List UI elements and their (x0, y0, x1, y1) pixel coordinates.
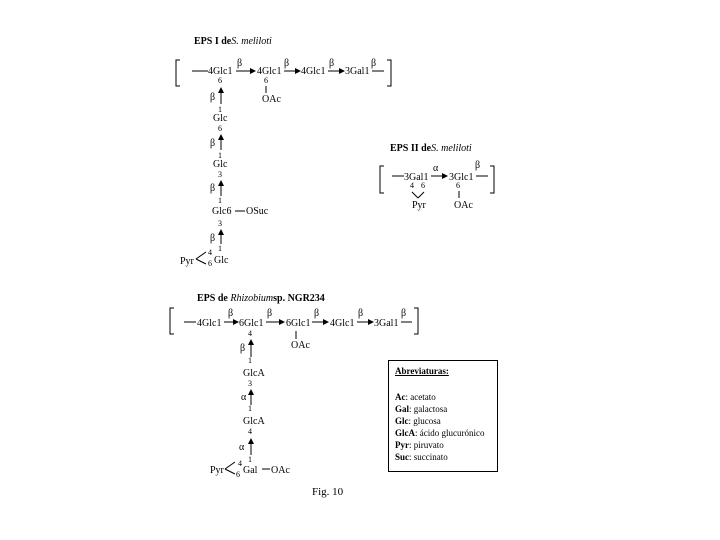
eps1-bracket-right (387, 59, 392, 87)
eps3-sc-alpha2: α (239, 442, 245, 453)
eps1-beta2: β (284, 58, 289, 69)
eps3-bracket-right (414, 307, 419, 335)
eps3-pyr-bonds (224, 461, 236, 475)
eps2-gal: 3Gal1 (404, 172, 428, 183)
eps1-sc-beta2: β (210, 138, 215, 149)
eps3-pyr-pos6: 6 (236, 470, 240, 479)
eps2-alpha: α (433, 163, 439, 174)
eps1-sc-pos1-b: 1 (218, 151, 222, 160)
eps1-res4: 3Gal1 (345, 66, 369, 77)
eps3-bracket-left (169, 307, 174, 335)
eps1-sc-beta3: β (210, 183, 215, 194)
eps2-title: EPS II deS. meliloti (390, 143, 472, 154)
eps3-sc-pos4-b: 4 (248, 427, 252, 436)
abbr-row: Ac: acetato (395, 392, 436, 402)
eps1-res1: 4Glc1 (208, 66, 232, 77)
eps1-beta1: β (237, 58, 242, 69)
figure-caption: Fig. 10 (312, 486, 344, 498)
eps1-sc-pos3-b: 3 (218, 219, 222, 228)
eps2-bracket-right (490, 165, 495, 194)
eps2-bracket-left (379, 165, 384, 194)
eps2-pyr: Pyr (412, 200, 427, 211)
eps1-res3: 4Glc1 (301, 66, 325, 77)
eps3-pyr: Pyr (210, 465, 225, 476)
eps3-sc-pos3: 3 (248, 379, 252, 388)
eps3-sc-glca1: GlcA (243, 368, 265, 379)
eps1-sc-pos3-a: 3 (218, 170, 222, 179)
eps1-pyr-bonds (195, 251, 207, 265)
eps3-sc-pos1-b: 1 (248, 404, 252, 413)
eps1-osuc: OSuc (246, 206, 269, 217)
eps1-sc-glc6: Glc6 (212, 206, 231, 217)
eps3-res1: 4Glc1 (197, 318, 221, 329)
eps1-sc-glc2: Glc (213, 159, 228, 170)
eps1-sc-pos1-a: 1 (218, 105, 222, 114)
eps1-sc-pos1-c: 1 (218, 196, 222, 205)
eps3-sc-gal: Gal (243, 465, 258, 476)
eps2-beta: β (475, 160, 480, 171)
eps3-beta1: β (228, 308, 233, 319)
eps3-oac-bottom: OAc (271, 465, 290, 476)
eps1-title: EPS I deS. meliloti (194, 36, 272, 47)
eps1-bracket-left (175, 59, 180, 87)
eps2-glc: 3Glc1 (449, 172, 473, 183)
eps3-res2: 6Glc1 (239, 318, 263, 329)
eps1-beta4: β (371, 58, 376, 69)
abbr-row: Gal: galactosa (395, 404, 448, 414)
eps2-pyr-bonds (411, 191, 425, 199)
abbreviations-heading: Abreviaturas: (395, 366, 449, 376)
eps1-sc-pos1-d: 1 (218, 244, 222, 253)
eps3-res4: 4Glc1 (330, 318, 354, 329)
abbr-row: Pyr: piruvato (395, 440, 444, 450)
eps1-sc-pos6-b: 6 (218, 124, 222, 133)
eps3-pyr-pos4: 4 (238, 459, 242, 468)
eps3-oac-top: OAc (291, 340, 310, 351)
eps3-sc-pos4-a: 4 (248, 329, 252, 338)
eps2-pos4: 4 (410, 181, 414, 190)
eps3-res5: 3Gal1 (374, 318, 398, 329)
eps3-beta5: β (401, 308, 406, 319)
eps3-title: EPS de Rhizobiumsp. NGR234 (197, 293, 325, 304)
eps1-sc-glc1: Glc (213, 113, 228, 124)
eps3-sc-beta1: β (240, 343, 245, 354)
abbr-row: Suc: succinato (395, 452, 448, 462)
eps3-sc-pos1-a: 1 (248, 356, 252, 365)
eps1-pos6-oac: 6 (264, 76, 268, 85)
eps1-pyr-pos4: 4 (208, 248, 212, 257)
eps1-oac: OAc (262, 94, 281, 105)
eps2-pos6-gal: 6 (421, 181, 425, 190)
eps3-beta3: β (314, 308, 319, 319)
eps3-res3: 6Glc1 (286, 318, 310, 329)
abbr-row: GlcA: ácido glucurónico (395, 428, 485, 438)
eps3-sc-pos1-c: 1 (248, 455, 252, 464)
eps3-beta4: β (358, 308, 363, 319)
eps1-pos6-a: 6 (218, 76, 222, 85)
eps1-sc-glc-terminal: Glc (214, 255, 229, 266)
eps3-sc-glca2: GlcA (243, 416, 265, 427)
eps1-pyr-pos6: 6 (208, 259, 212, 268)
eps1-sc-beta1: β (210, 92, 215, 103)
eps3-sc-alpha1: α (241, 392, 247, 403)
eps2-pos6-glc: 6 (456, 181, 460, 190)
abbreviations-box: Abreviaturas: Ac: acetato Gal: galactosa… (388, 360, 498, 472)
eps1-sc-beta4: β (210, 233, 215, 244)
eps3-beta2: β (267, 308, 272, 319)
eps1-res2: 4Glc1 (257, 66, 281, 77)
eps1-beta3: β (329, 58, 334, 69)
eps2-oac: OAc (454, 200, 473, 211)
eps1-pyr: Pyr (180, 256, 195, 267)
abbr-row: Glc: glucosa (395, 416, 441, 426)
